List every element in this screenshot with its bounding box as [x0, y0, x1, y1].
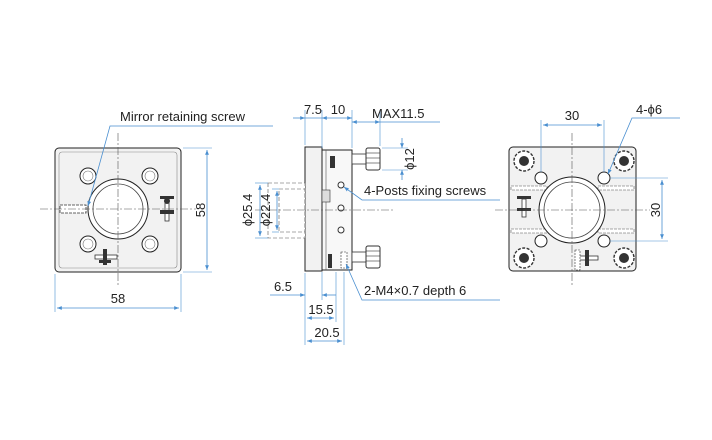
mount-hole: [534, 234, 548, 248]
back-30-horizontal-label: 30: [565, 108, 579, 123]
dim-20-5-label: 20.5: [314, 325, 339, 340]
side-view: [255, 146, 395, 272]
adjuster-knob-icon: [517, 196, 531, 218]
corner-hole: [141, 167, 159, 185]
back-dimensions: 30 30 4-ϕ6: [540, 102, 680, 242]
adjuster-knob-icon: [94, 249, 118, 265]
front-dimensions: 58 58 Mirror retaining screw: [54, 109, 273, 312]
dim-6-5-label: 6.5: [274, 279, 292, 294]
dim-max-label: MAX11.5: [372, 106, 425, 121]
side-back-plate: [304, 146, 323, 272]
dim-phi25-4-label: ϕ25.4: [240, 194, 255, 227]
front-height-label: 58: [193, 203, 208, 217]
posts-fixing-screws-label: 4-Posts fixing screws: [364, 183, 487, 198]
dim-phi22-4-label: ϕ22.4: [258, 194, 273, 227]
mount-hole: [534, 171, 548, 185]
dim-10-label: 10: [331, 102, 345, 117]
side-dimensions: 7.5 10 MAX11.5 ϕ12 ϕ25.4 ϕ22.4 4-Posts f…: [240, 102, 500, 345]
adjuster-knob-icon: [160, 196, 174, 222]
dim-15-5-label: 15.5: [308, 302, 333, 317]
front-view: [40, 133, 196, 287]
corner-adjuster-icon: [613, 247, 635, 269]
side-mirror-cell: [267, 182, 306, 239]
corner-hole: [141, 235, 159, 253]
mount-hole: [597, 234, 611, 248]
corner-hole: [79, 167, 97, 185]
dim-phi12-label: ϕ12: [402, 148, 417, 170]
mirror-retaining-screw-label: Mirror retaining screw: [120, 109, 246, 124]
m4-holes-label: 2-M4×0.7 depth 6: [364, 283, 466, 298]
dim-7-5-label: 7.5: [304, 102, 322, 117]
corner-adjuster-icon: [513, 150, 535, 172]
back-view: [495, 133, 650, 287]
corner-hole: [79, 235, 97, 253]
side-knob-top-icon: [351, 147, 381, 171]
corner-adjuster-icon: [613, 150, 635, 172]
corner-adjuster-icon: [513, 247, 535, 269]
back-holes-label: 4-ϕ6: [636, 102, 662, 117]
side-knob-bottom-icon: [351, 245, 381, 269]
back-30-vertical-label: 30: [648, 203, 663, 217]
front-width-label: 58: [111, 291, 125, 306]
